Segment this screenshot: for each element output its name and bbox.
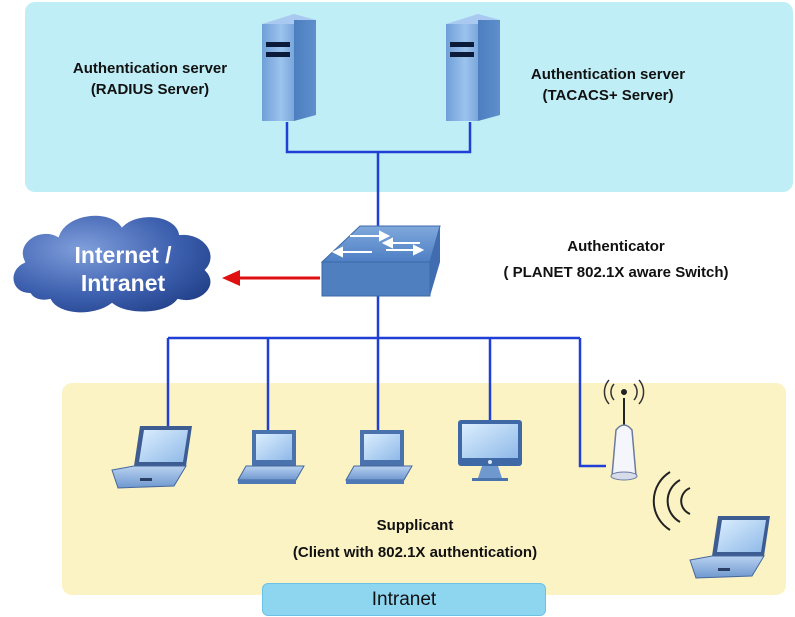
desktop-pc-icon: [345, 430, 413, 484]
supplicant-line2: (Client with 802.1X authentication): [292, 544, 538, 561]
imac-icon: [458, 420, 522, 481]
cloud-line2: Intranet: [80, 270, 166, 296]
wireless-signal-icon: [652, 471, 691, 531]
authenticator-line1: Authenticator: [567, 238, 665, 255]
radius-label-line2: (RADIUS Server): [90, 81, 210, 98]
authenticator-line2: ( PLANET 802.1X aware Switch): [503, 264, 729, 281]
desktop-pc-icon: [237, 430, 305, 484]
network-links: [166, 122, 606, 468]
switch-icon: [320, 225, 441, 297]
radius-label-line1: Authentication server: [72, 60, 228, 77]
cloud-line1: Internet /: [74, 242, 172, 268]
radius-server-label: Authentication server (RADIUS Server): [50, 58, 250, 100]
laptop-icon: [111, 426, 192, 489]
authenticator-label: Authenticator ( PLANET 802.1X aware Swit…: [466, 234, 766, 286]
tacacs-server-icon: [446, 14, 500, 121]
tacacs-label-line2: (TACACS+ Server): [542, 87, 674, 104]
wireless-laptop-icon: [689, 516, 770, 579]
radius-server-icon: [262, 14, 316, 121]
wireless-access-point-icon: [603, 379, 645, 481]
tacacs-label-line1: Authentication server: [530, 66, 686, 83]
internet-cloud-icon: [11, 213, 213, 315]
intranet-tag: Intranet: [262, 583, 546, 616]
tacacs-server-label: Authentication server (TACACS+ Server): [503, 64, 713, 106]
cloud-label: Internet / Intranet: [48, 241, 198, 297]
supplicant-line1: Supplicant: [376, 517, 454, 534]
client-zone: [62, 383, 786, 595]
server-zone: [25, 2, 793, 192]
supplicant-label: Supplicant (Client with 802.1X authentic…: [245, 512, 585, 566]
uplink-arrow: [222, 270, 320, 286]
